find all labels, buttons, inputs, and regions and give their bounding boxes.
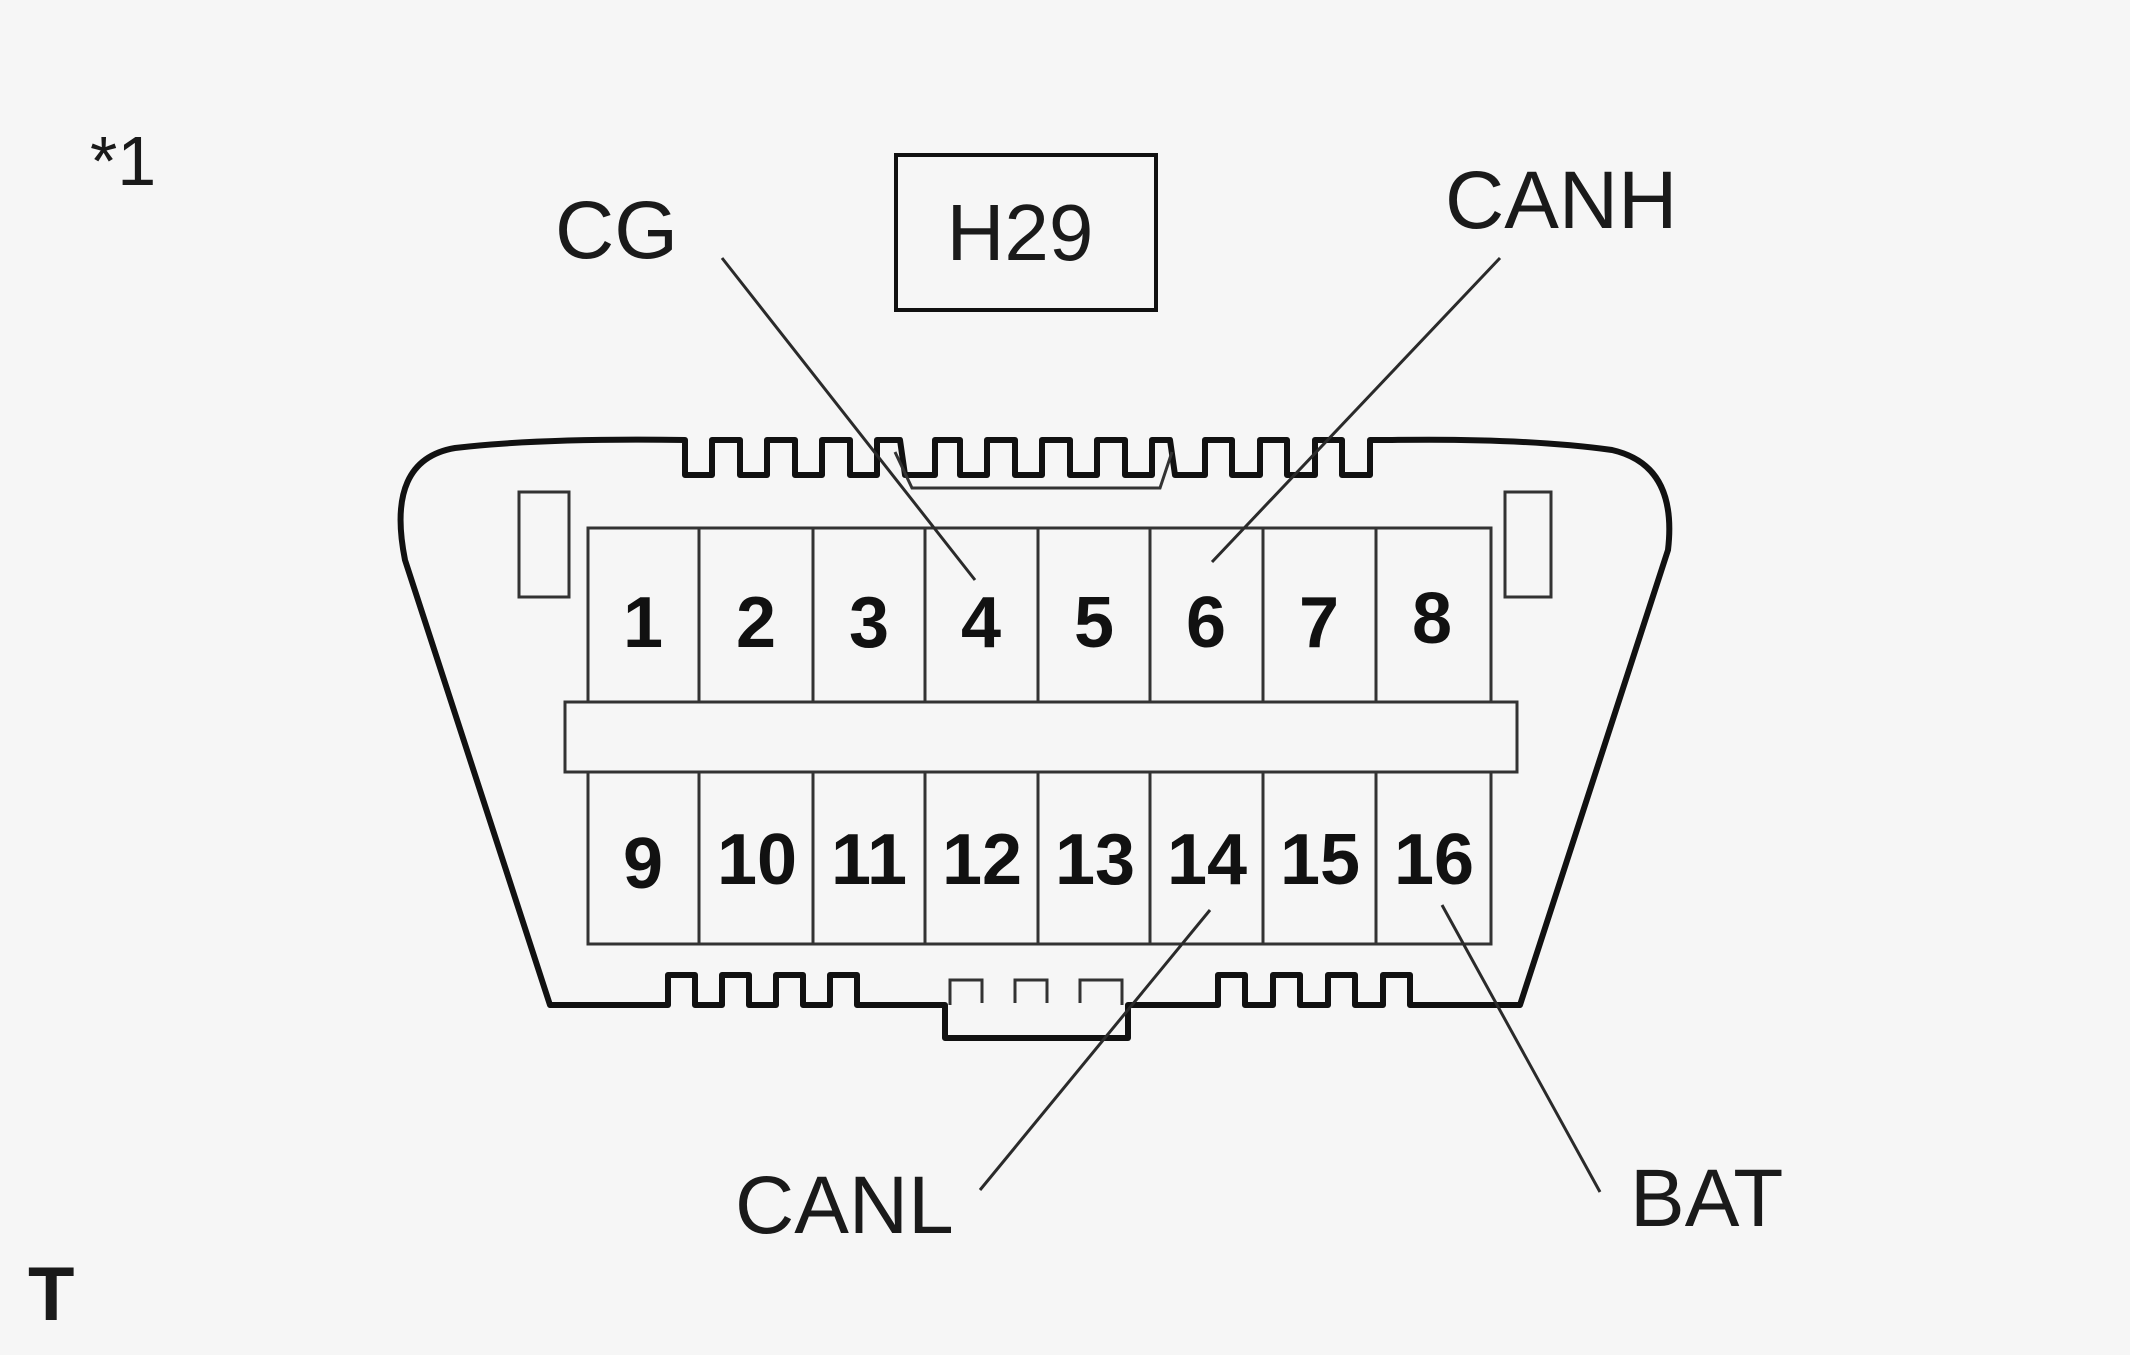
pin-4: 4 [961,583,1001,663]
pin-11: 11 [831,820,907,900]
connector-code-frame [894,153,1158,312]
cg-leader-line [720,257,977,581]
pin-3: 3 [849,583,889,663]
canl-leader-line [978,909,1212,1191]
connector-code-label: H29 [947,188,1094,277]
top-key-recess [893,451,1174,490]
canh-label: CANH [1445,155,1677,246]
pin-10: 10 [717,820,797,900]
pin-12: 12 [942,820,1022,900]
center-divider-bar [563,700,1519,774]
pin-13: 13 [1055,820,1135,900]
corner-mark-label: T [28,1252,74,1337]
cg-label: CG [555,185,678,276]
pin-5: 5 [1074,583,1114,663]
pin-9: 9 [623,824,663,904]
bat-label: BAT [1630,1153,1783,1244]
cell-dividers [697,528,1378,944]
pin-15: 15 [1280,820,1360,900]
figure-ref-label: *1 [90,122,156,200]
canl-label: CANL [735,1160,954,1251]
pin-16: 16 [1394,820,1474,900]
left-guide-slot [517,490,571,599]
pin-7: 7 [1299,583,1339,663]
pin-14: 14 [1167,820,1247,900]
connector-code-box: H29 [894,153,1158,312]
pin-6: 6 [1186,583,1226,663]
pin-row-top: 1 2 3 4 5 6 7 8 [623,579,1452,663]
bat-leader-line [1440,904,1602,1193]
bottom-key-recess [948,978,1124,1005]
pin-row-bottom: 9 10 11 12 13 14 15 16 [623,820,1474,904]
connector-shell [397,436,1673,1041]
right-guide-slot [1503,490,1553,599]
pin-8: 8 [1412,579,1452,659]
canh-leader-line [1210,256,1502,564]
pin-1: 1 [623,583,663,663]
pin-2: 2 [736,583,776,663]
